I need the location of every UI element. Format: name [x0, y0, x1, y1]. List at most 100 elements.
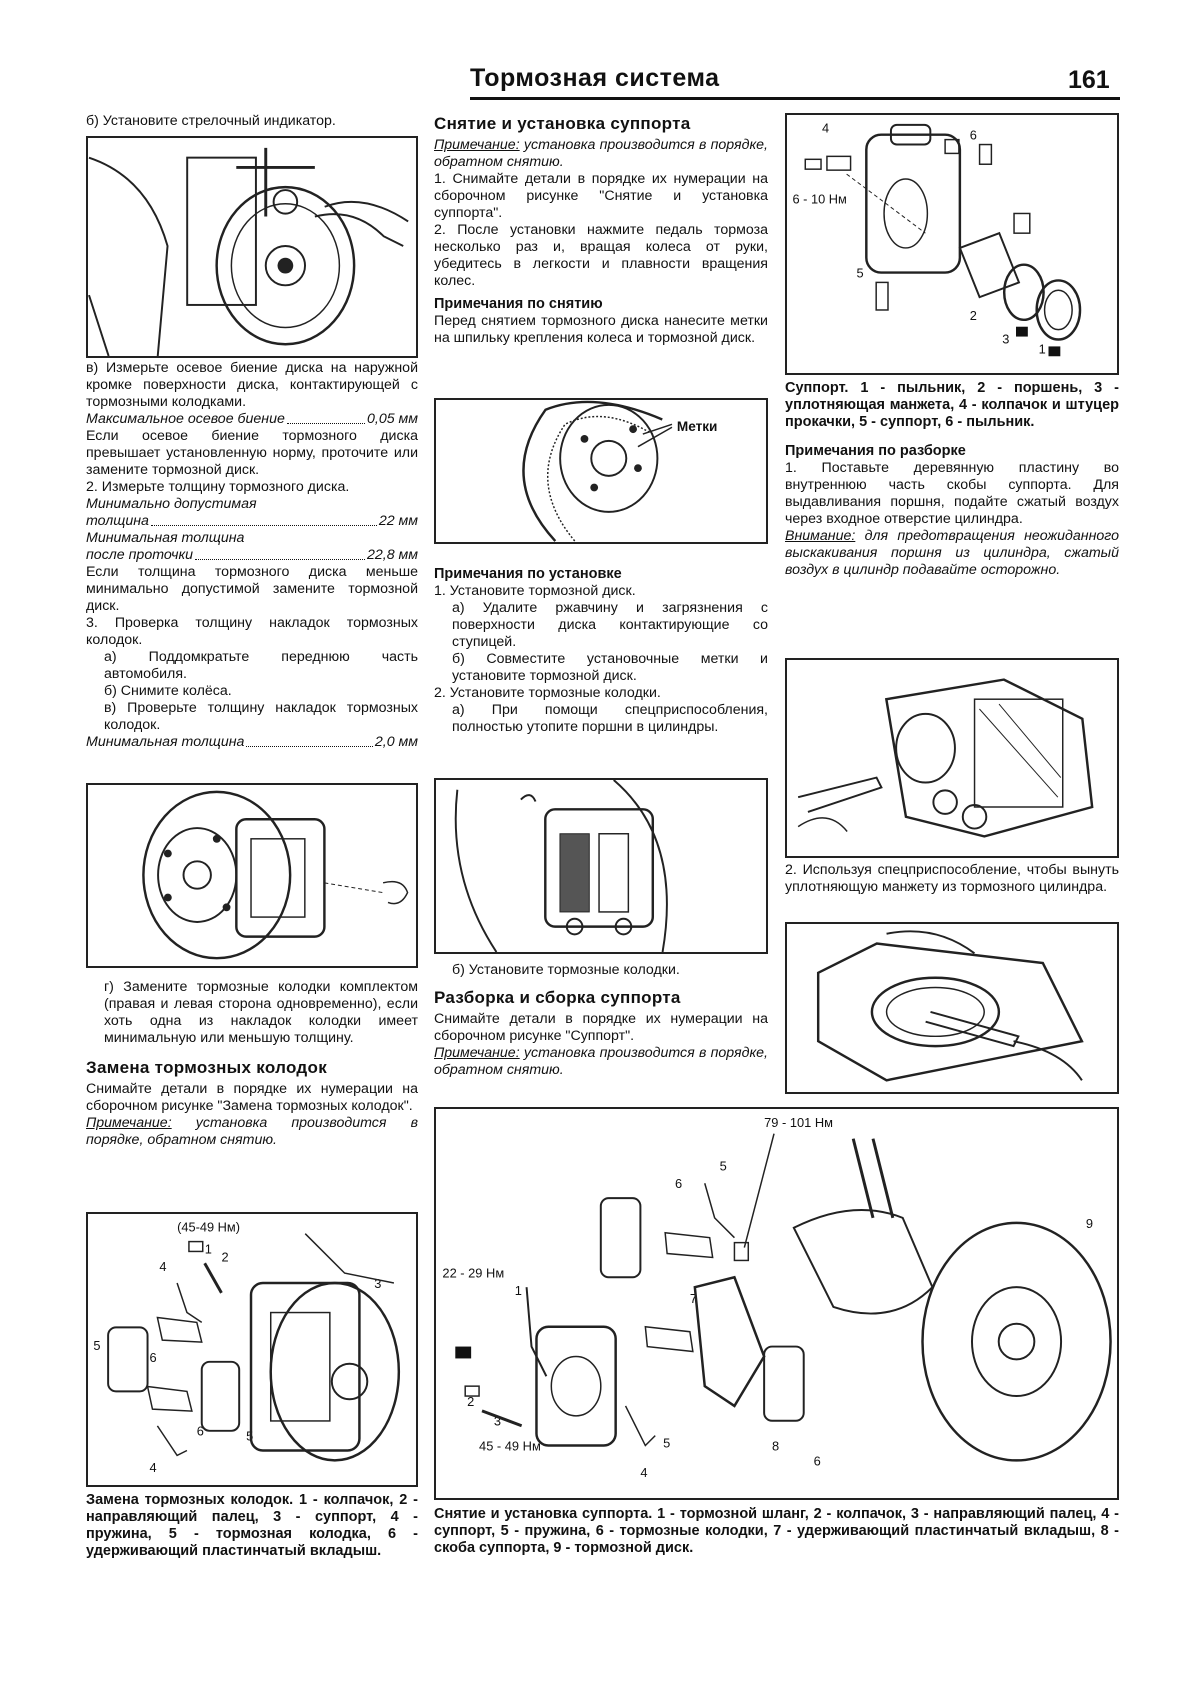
spec-min-machined-label: Минимальная толщина: [86, 530, 245, 546]
removal-note-text: Перед снятием тормозного диска нанесите …: [434, 313, 768, 346]
heading-removal-notes: Примечания по снятию: [434, 296, 603, 312]
figure-seal-removal: [785, 922, 1119, 1094]
heading-disassembly-notes: Примечания по разборке: [785, 443, 966, 459]
heading-install-notes: Примечания по установке: [434, 566, 622, 582]
caliper-exploded-illustration: 4 6 6 - 10 Нм 5 2 3 1: [792, 121, 1082, 356]
caliper-step-1: 1. Снимайте детали в порядке их нумераци…: [434, 171, 768, 221]
fig-pads-label-3: 3: [374, 1276, 381, 1291]
fig-pads-label-1: 1: [205, 1241, 212, 1256]
install-step-1b: б) Совместите установочные метки и устан…: [452, 651, 768, 684]
spec-min-thickness-label: Минимально допустимая: [86, 496, 257, 512]
caliper-assembly-illustration: 79 - 101 Нм 5 6 9 22 - 29 Нм 1 7 2 3 45 …: [442, 1115, 1112, 1480]
caliper-step-2: 2. После установки нажмите педаль тормоз…: [434, 222, 768, 289]
caliper-label-5: 3: [1002, 331, 1009, 346]
caliper-note: Примечание: установка производится в пор…: [434, 137, 768, 170]
fig-pads-label-9: 4: [150, 1460, 157, 1475]
caliper-label-4: 2: [970, 308, 977, 323]
thickness-instruction: Если толщина тормозного диска меньше мин…: [86, 564, 418, 614]
step-jack-up: а) Поддомкратьте переднюю часть автомоби…: [104, 649, 418, 682]
assembly-label-8: 3: [494, 1414, 501, 1429]
fig-pads-label-6: 6: [150, 1350, 157, 1365]
figure-pad-replacement: (45-49 Нм) 1 2 3 4 5 6 6 5 4: [86, 1212, 418, 1487]
step-replace-pads: г) Замените тормозные колодки комплектом…: [104, 979, 418, 1046]
disassembly-note: Примечание: установка производится в пор…: [434, 1045, 768, 1078]
disassembly-step-2: 2. Используя спецприспособление, чтобы в…: [785, 862, 1119, 895]
dial-indicator-illustration: [88, 147, 409, 356]
install-step-1: 1. Установите тормозной диск.: [434, 583, 636, 599]
assembly-label-12: 8: [772, 1438, 779, 1453]
pad-inspection-illustration: [142, 790, 409, 960]
caliper-label-2: 6 - 10 Нм: [792, 192, 846, 207]
fig-pads-label-5: 5: [93, 1338, 100, 1353]
figure-caliper-assembly: 79 - 101 Нм 5 6 9 22 - 29 Нм 1 7 2 3 45 …: [434, 1107, 1119, 1500]
heading-caliper-removal: Снятие и установка суппорта: [434, 114, 691, 133]
warning-note: Внимание: для предотвращения неожиданног…: [785, 528, 1119, 578]
step-measure-runout: в) Измерьте осевое биение диска на наруж…: [86, 360, 418, 410]
left-column: б) Установите стрелочный индикатор.: [86, 113, 418, 130]
fig-pads-label-0: (45-49 Нм): [177, 1220, 240, 1235]
disassembly-step-1: 1. Поставьте деревянную пластину во внут…: [785, 460, 1119, 527]
install-step-2b: б) Установите тормозные колодки.: [452, 962, 680, 978]
caliper-label-6: 1: [1039, 341, 1046, 356]
step-measure-thickness: 2. Измерьте толщину тормозного диска.: [86, 479, 350, 495]
caption-caliper: Суппорт. 1 - пыльник, 2 - поршень, 3 - у…: [785, 380, 1119, 430]
install-step-1a: а) Удалите ржавчину и загрязнения с пове…: [452, 600, 768, 650]
heading-pad-replacement: Замена тормозных колодок: [86, 1058, 328, 1077]
assembly-label-6: 7: [690, 1291, 697, 1306]
install-step-2a: а) При помощи спецприспособления, полнос…: [452, 702, 768, 735]
caption-caliper-assembly: Снятие и установка суппорта. 1 - тормозн…: [434, 1506, 1119, 1556]
assembly-label-7: 2: [467, 1394, 474, 1409]
fig-pads-label-8: 5: [246, 1429, 253, 1444]
figure-pad-install: [434, 778, 768, 954]
caption-pad-replacement: Замена тормозных колодок. 1 - колпачок, …: [86, 1492, 418, 1559]
caliper-label-0: 4: [822, 121, 829, 136]
figure-caliper-exploded: 4 6 6 - 10 Нм 5 2 3 1: [785, 113, 1119, 375]
fig-pads-label-2: 2: [221, 1249, 228, 1264]
middle-column-text-2: Примечания по установке 1. Установите то…: [434, 566, 768, 736]
figure-dial-indicator: [86, 136, 418, 358]
left-column-text-2: г) Замените тормозные колодки комплектом…: [86, 979, 418, 1149]
page-header-title: Тормозная система: [470, 64, 720, 92]
heading-caliper-disassembly: Разборка и сборка суппорта: [434, 988, 681, 1007]
middle-column: Снятие и установка суппорта Примечание: …: [434, 113, 768, 347]
seal-removal-illustration: [816, 930, 1084, 1082]
middle-column-text-3: б) Установите тормозные колодки. Разборк…: [434, 962, 768, 1079]
assembly-label-4: 22 - 29 Нм: [442, 1265, 504, 1280]
step-remove-wheels: б) Снимите колёса.: [104, 683, 232, 699]
right-column-text: Суппорт. 1 - пыльник, 2 - поршень, 3 - у…: [785, 380, 1119, 579]
step-check-lining: в) Проверьте толщину накладок тормозных …: [104, 700, 418, 733]
piston-removal-illustration: [797, 678, 1094, 838]
disc-marks-illustration: Метки: [522, 400, 717, 542]
assembly-label-9: 45 - 49 Нм: [479, 1438, 541, 1453]
pad-replacement-illustration: (45-49 Нм) 1 2 3 4 5 6 6 5 4: [93, 1220, 401, 1475]
step-install-indicator: б) Установите стрелочный индикатор.: [86, 113, 336, 129]
disassembly-order: Снимайте детали в порядке их нумерации н…: [434, 1011, 768, 1044]
assembly-label-3: 9: [1086, 1216, 1093, 1231]
right-column-text-2: 2. Используя спецприспособление, чтобы в…: [785, 862, 1119, 896]
assembly-label-11: 4: [640, 1465, 647, 1480]
pad-install-illustration: [454, 780, 668, 952]
step-check-pads: 3. Проверка толщину накладок тормозных к…: [86, 615, 418, 648]
fig-pads-label-4: 4: [159, 1259, 166, 1274]
assembly-label-1: 5: [720, 1158, 727, 1173]
caliper-label-3: 5: [856, 265, 863, 280]
page-number: 161: [1068, 66, 1110, 94]
assembly-label-10: 5: [663, 1436, 670, 1451]
assembly-label-13: 6: [814, 1453, 821, 1468]
fig-pads-label-7: 6: [197, 1424, 204, 1439]
assembly-label-5: 1: [515, 1283, 522, 1298]
caliper-label-1: 6: [970, 128, 977, 143]
pad-note: Примечание: установка производится в пор…: [86, 1115, 418, 1148]
runout-instruction: Если осевое биение тормозного диска прев…: [86, 428, 418, 478]
pad-removal-order: Снимайте детали в порядке их нумерации н…: [86, 1081, 418, 1114]
header-rule: [470, 97, 1120, 100]
assembly-label-0: 79 - 101 Нм: [764, 1115, 833, 1130]
install-step-2: 2. Установите тормозные колодки.: [434, 685, 661, 701]
figure-disc-marks: Метки: [434, 398, 768, 544]
figure-pad-inspection: [86, 783, 418, 968]
figure-piston-removal: [785, 658, 1119, 858]
